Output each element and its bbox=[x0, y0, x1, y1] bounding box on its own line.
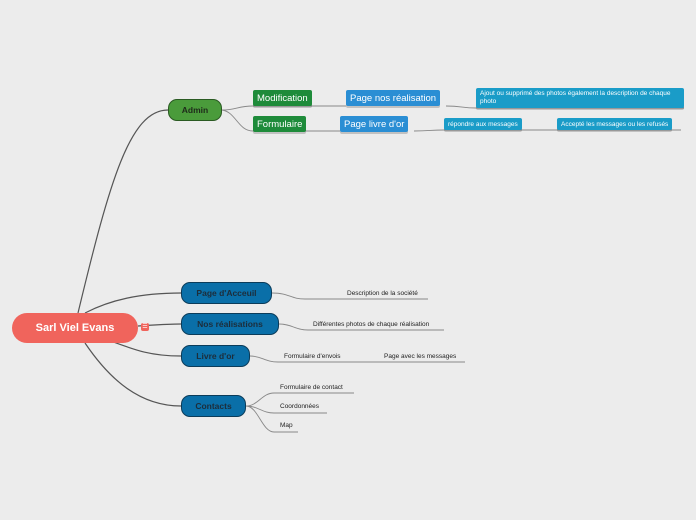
topic-contacts[interactable]: Contacts bbox=[181, 395, 246, 417]
note-repondre-messages-label: répondre aux messages bbox=[448, 120, 518, 128]
connector-contacts-child1 bbox=[245, 392, 354, 407]
subtopic-page-livre-or[interactable]: Page livre d'or bbox=[340, 116, 409, 132]
topic-page-accueil[interactable]: Page d'Acceuil bbox=[181, 282, 272, 304]
connector-realisations-child bbox=[278, 323, 444, 331]
subtopic-page-messages-label: Page avec les messages bbox=[384, 353, 457, 360]
connector-root-accueil bbox=[84, 292, 182, 314]
topic-nos-realisations[interactable]: Nos réalisations bbox=[181, 313, 279, 335]
connector-modification-note bbox=[445, 105, 477, 109]
topic-livre-or-label: Livre d'or bbox=[196, 351, 235, 361]
subtopic-map-label: Map bbox=[280, 422, 293, 429]
subtopic-formulaire-label: Formulaire bbox=[257, 118, 303, 130]
subtopic-formulaire-envois[interactable]: Formulaire d'envois bbox=[284, 353, 341, 360]
connector-root-admin bbox=[77, 109, 169, 314]
connector-formulaire-action1 bbox=[413, 129, 445, 132]
connector-admin-modification bbox=[221, 105, 254, 111]
subtopic-coordonnees-label: Coordonnées bbox=[280, 403, 320, 410]
connector-livre-child1 bbox=[249, 355, 350, 363]
subtopic-map[interactable]: Map bbox=[280, 422, 293, 429]
connector-contacts-child3 bbox=[245, 405, 298, 433]
subtopic-formulaire-contact[interactable]: Formulaire de contact bbox=[280, 384, 343, 391]
subtopic-modification-label: Modification bbox=[257, 92, 308, 104]
subtopic-description-societe-label: Description de la société bbox=[347, 290, 418, 297]
connector-accueil-child bbox=[271, 292, 428, 300]
note-repondre-messages[interactable]: répondre aux messages bbox=[444, 118, 522, 130]
note-accepte-messages[interactable]: Accepté les messages ou les refusés bbox=[557, 118, 673, 130]
topic-livre-or[interactable]: Livre d'or bbox=[181, 345, 250, 367]
subtopic-formulaire[interactable]: Formulaire bbox=[253, 116, 307, 132]
subtopic-page-realisation[interactable]: Page nos réalisation bbox=[346, 90, 441, 106]
list-icon[interactable]: ☰ bbox=[141, 323, 149, 331]
subtopic-coordonnees[interactable]: Coordonnées bbox=[280, 403, 319, 410]
subtopic-formulaire-contact-label: Formulaire de contact bbox=[280, 384, 343, 391]
subtopic-photos-realisation-label: Différentes photos de chaque réalisation bbox=[313, 321, 430, 328]
subtopic-description-societe[interactable]: Description de la société bbox=[347, 290, 418, 297]
subtopic-photos-realisation[interactable]: Différentes photos de chaque réalisation bbox=[313, 321, 429, 328]
topic-nos-realisations-label: Nos réalisations bbox=[197, 319, 263, 329]
note-accepte-messages-label: Accepté les messages ou les refusés bbox=[561, 120, 669, 128]
topic-admin-label: Admin bbox=[181, 105, 209, 115]
topic-admin[interactable]: Admin bbox=[168, 99, 222, 121]
subtopic-page-realisation-label: Page nos réalisation bbox=[350, 92, 437, 104]
subtopic-page-messages[interactable]: Page avec les messages bbox=[384, 353, 456, 360]
subtopic-page-livre-or-label: Page livre d'or bbox=[344, 118, 405, 130]
connector-root-contacts bbox=[84, 342, 182, 407]
subtopic-modification[interactable]: Modification bbox=[253, 90, 312, 106]
subtopic-formulaire-envois-label: Formulaire d'envois bbox=[284, 353, 341, 360]
root-topic[interactable]: Sarl Viel Evans bbox=[12, 313, 138, 343]
note-ajout-photos[interactable]: Ajout ou supprimé des photos également l… bbox=[476, 88, 684, 108]
root-label: Sarl Viel Evans bbox=[35, 322, 115, 334]
connector-contacts-child2 bbox=[245, 405, 327, 414]
topic-contacts-label: Contacts bbox=[195, 401, 232, 411]
connector-admin-formulaire bbox=[221, 109, 254, 132]
note-ajout-photos-label: Ajout ou supprimé des photos également l… bbox=[480, 90, 671, 105]
topic-page-accueil-label: Page d'Acceuil bbox=[196, 288, 257, 298]
